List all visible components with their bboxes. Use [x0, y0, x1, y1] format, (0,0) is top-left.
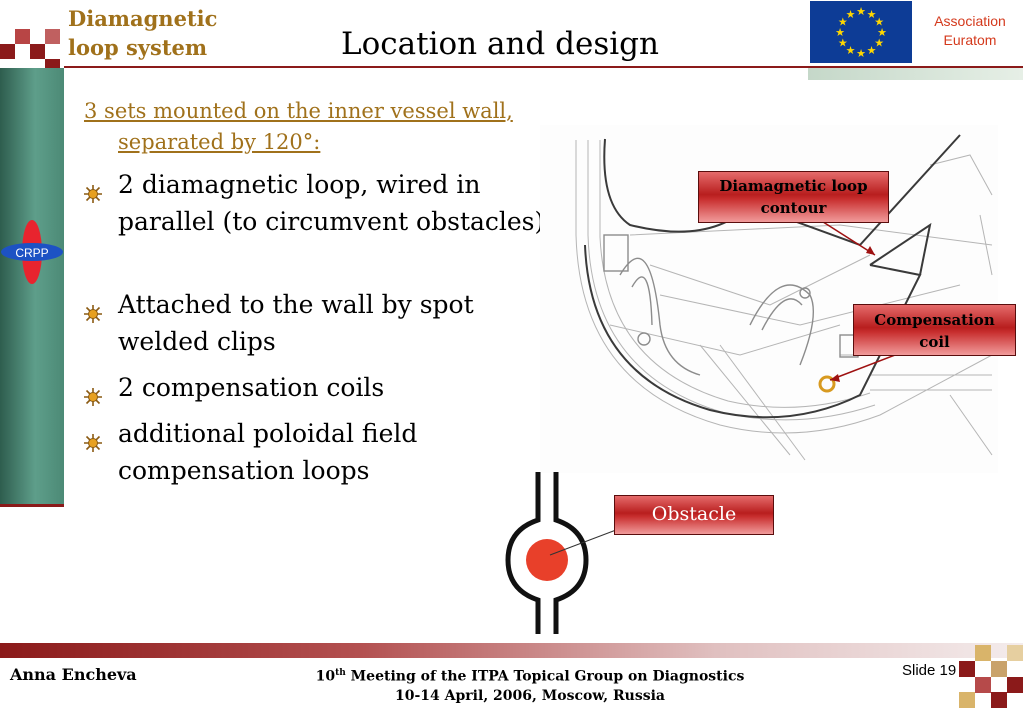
eu-star-icon: ★ — [877, 26, 887, 39]
sun-bullet-icon — [84, 176, 102, 213]
checker-square — [959, 661, 975, 677]
section-title: Diamagnetic loop system — [68, 6, 218, 60]
crpp-logo-text: CRPP — [15, 246, 48, 260]
eu-star-icon: ★ — [838, 16, 848, 29]
checker-square — [991, 661, 1007, 677]
diamagnetic-loop-contour-label: Diamagnetic loop contour — [698, 171, 889, 223]
footer-band — [0, 643, 1023, 658]
bullet-item: 2 diamagnetic loop, wired in parallel (t… — [84, 166, 563, 240]
intro-text: 3 sets mounted on the inner vessel wall,… — [84, 99, 513, 154]
eu-star-icon: ★ — [867, 8, 877, 21]
checker-square — [45, 29, 60, 44]
eu-star-icon: ★ — [856, 5, 866, 18]
left-decorative-bar — [0, 68, 64, 507]
checker-square — [975, 645, 991, 661]
sun-bullet-icon — [84, 425, 102, 462]
header-accent-band — [808, 68, 1023, 80]
eu-star-icon: ★ — [856, 47, 866, 60]
meeting-info: 10th Meeting of the ITPA Topical Group o… — [315, 668, 745, 704]
obstacle-label: Obstacle — [614, 495, 774, 535]
checker-square — [975, 677, 991, 693]
slide-title: Location and design — [341, 26, 659, 62]
sun-bullet-icon — [84, 379, 102, 416]
checker-square — [30, 44, 45, 59]
bullet-item: 2 compensation coils — [84, 369, 563, 406]
checker-square — [0, 44, 15, 59]
author-name: Anna Encheva — [10, 665, 137, 684]
eu-star-icon: ★ — [846, 44, 856, 57]
eu-flag-logo: ★★★★★★★★★★★★ — [810, 1, 912, 63]
eu-star-icon: ★ — [838, 37, 848, 50]
slide-number: Slide 19 — [902, 662, 957, 679]
checker-square — [1007, 677, 1023, 693]
checker-square — [959, 692, 975, 708]
compensation-coil-label: Compensation coil — [853, 304, 1016, 356]
eu-star-icon: ★ — [835, 26, 845, 39]
eu-star-icon: ★ — [874, 16, 884, 29]
association-label: Association Euratom — [934, 13, 1006, 48]
checker-square — [991, 692, 1007, 708]
sun-bullet-icon — [84, 296, 102, 333]
checker-square — [45, 59, 60, 68]
eu-star-icon: ★ — [846, 8, 856, 21]
crpp-logo: CRPP — [0, 218, 64, 286]
header-divider — [64, 66, 1023, 68]
eu-star-icon: ★ — [874, 37, 884, 50]
bullet-item: Attached to the wall by spot welded clip… — [84, 286, 563, 360]
eu-star-icon: ★ — [867, 44, 877, 57]
bullet-item: additional poloidal field compensation l… — [84, 415, 563, 489]
checker-square — [15, 29, 30, 44]
checker-square — [1007, 645, 1023, 661]
obstacle-schematic — [500, 468, 800, 638]
